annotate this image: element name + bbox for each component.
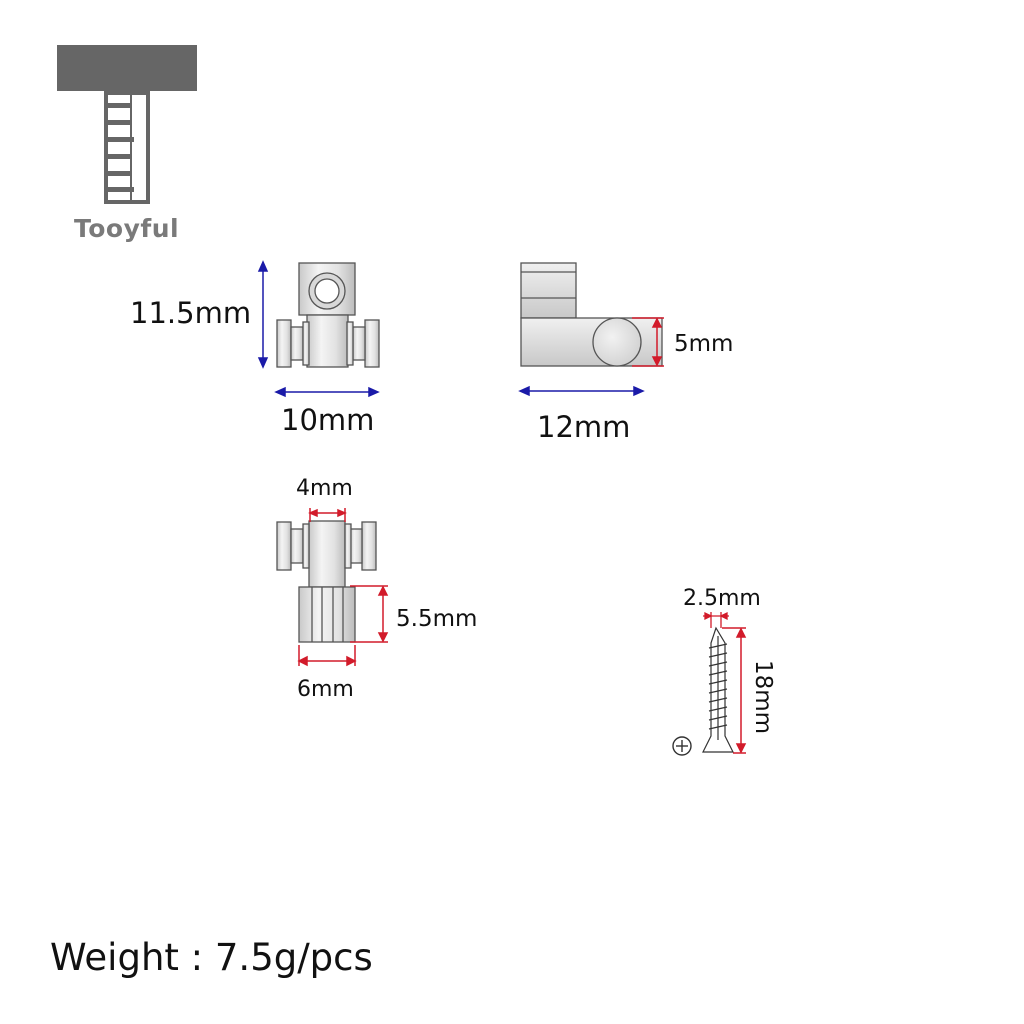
weight-label: Weight : 7.5g/pcs [50,936,373,979]
front-height-dimension [257,260,269,369]
top-width-label: 4mm [296,476,353,501]
top-width-dimension [308,508,347,522]
side-height-label: 5mm [674,331,734,357]
front-width-dimension [274,386,380,398]
bottom-height-label: 5.5mm [396,606,478,632]
screw-length-label: 18mm [750,660,776,735]
brand-name: Tooyful [74,214,180,243]
side-length-dimension [518,385,645,397]
screw-length-dimension [722,627,747,754]
screw-diameter-dimension [703,611,729,628]
bottom-height-dimension [350,585,389,643]
screw-head-icon [672,736,692,756]
side-view-part [520,262,663,367]
bottom-width-dimension [297,645,357,667]
bottom-view-part [276,520,377,643]
side-length-label: 12mm [537,410,631,444]
side-height-dimension [632,317,664,367]
front-view-part [276,262,380,368]
front-width-label: 10mm [281,403,375,437]
screw [702,626,734,753]
bottom-width-label: 6mm [297,677,354,702]
screw-diameter-label: 2.5mm [683,586,761,611]
tooyful-logo [57,45,197,204]
front-height-label: 11.5mm [130,296,252,330]
